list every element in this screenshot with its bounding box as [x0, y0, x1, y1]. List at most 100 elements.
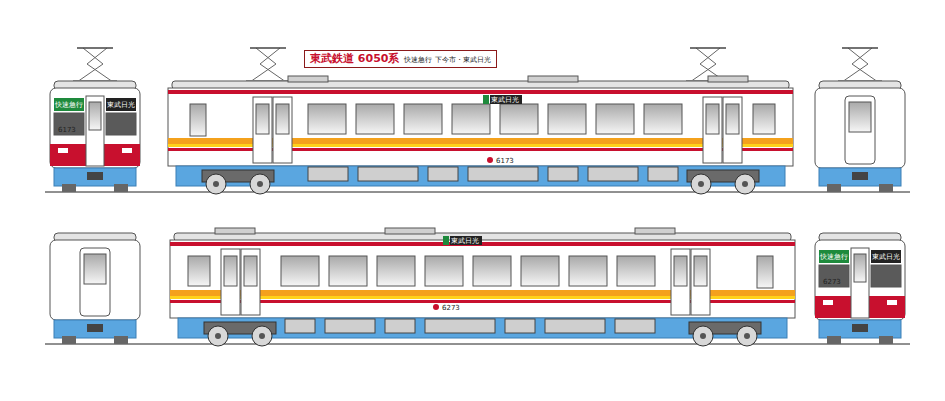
door-window — [89, 102, 101, 130]
front-window — [54, 113, 84, 135]
window — [548, 104, 586, 134]
pantograph-shoe — [690, 47, 726, 49]
title-plate: 東武鉄道 6050系快速急行 下今市・東武日光 — [304, 50, 497, 68]
window — [596, 104, 634, 134]
roof-unit — [708, 76, 748, 82]
window — [452, 104, 490, 134]
equipment-box — [648, 167, 678, 181]
destination-text: 東武日光 — [451, 237, 479, 245]
red-stripe — [168, 90, 793, 94]
destination-display — [871, 250, 901, 263]
roof-unit — [288, 76, 328, 82]
pantograph-arm — [250, 48, 276, 82]
type-display — [443, 236, 449, 245]
destination-display — [819, 250, 849, 263]
car-number: 6173 — [58, 126, 76, 134]
headlight — [122, 148, 132, 153]
end-body — [50, 240, 140, 320]
destination-text: 東武日光 — [491, 96, 519, 104]
destination-display — [490, 95, 522, 104]
window — [404, 104, 442, 134]
gangway-door — [851, 248, 869, 318]
window — [644, 104, 682, 134]
equipment-box — [358, 167, 418, 181]
window — [500, 104, 538, 134]
wheel — [114, 184, 128, 192]
wheel-hub — [698, 181, 704, 187]
bogie — [689, 322, 761, 346]
pantograph-arm — [852, 48, 878, 82]
rail-line — [45, 344, 910, 345]
wheel — [208, 326, 228, 346]
pantograph-arm — [77, 48, 103, 82]
window — [329, 256, 367, 286]
door-leaf — [691, 249, 710, 315]
wheel — [737, 326, 757, 346]
door-window — [224, 256, 237, 286]
wheel — [879, 336, 893, 344]
wheel-hub — [215, 333, 221, 339]
gangway-door — [80, 248, 110, 316]
pantograph-shoe — [250, 47, 286, 49]
equipment-box — [285, 319, 315, 333]
destination-text: 東武日光 — [107, 101, 135, 109]
equipment-box — [468, 167, 538, 181]
roof-unit — [215, 228, 255, 234]
door-leaf — [253, 97, 272, 163]
front-window — [106, 113, 136, 135]
wheel — [62, 336, 76, 344]
wheel — [879, 184, 893, 192]
window — [521, 256, 559, 286]
coupler — [852, 172, 868, 180]
end-body — [815, 88, 905, 168]
car-body — [168, 88, 793, 166]
emblem — [487, 157, 493, 163]
car-number: 6173 — [496, 157, 514, 165]
wheel — [206, 174, 226, 194]
door-leaf — [671, 249, 690, 315]
door-window — [706, 104, 719, 134]
window — [190, 104, 206, 136]
pantograph-shoe — [842, 47, 878, 49]
equipment-box — [615, 319, 655, 333]
pantograph-arm — [87, 48, 113, 82]
wheel — [827, 336, 841, 344]
window — [569, 256, 607, 286]
end-body — [50, 88, 140, 168]
equipment-box — [425, 319, 495, 333]
subtitle-text: 快速急行 下今市・東武日光 — [404, 56, 490, 65]
roof-unit — [528, 76, 578, 82]
window — [356, 104, 394, 134]
wheel-hub — [744, 333, 750, 339]
door-leaf — [723, 97, 742, 163]
underfloor-skirt — [54, 320, 136, 338]
destination-text: 東武日光 — [872, 253, 900, 261]
wheel-hub — [213, 181, 219, 187]
equipment-box — [325, 319, 375, 333]
pantograph — [246, 48, 290, 83]
destination-display — [106, 98, 136, 111]
end-body — [815, 240, 905, 320]
front-window — [819, 265, 849, 287]
car-body — [170, 240, 795, 318]
door-leaf — [241, 249, 260, 315]
wheel — [735, 174, 755, 194]
equipment-box — [428, 167, 458, 181]
wheel — [114, 336, 128, 344]
title-text: 東武鉄道 6050系 — [310, 52, 399, 66]
front-view — [50, 48, 140, 192]
wheel — [252, 326, 272, 346]
underfloor-skirt — [819, 168, 901, 186]
destination-display — [54, 98, 84, 111]
roof-unit — [635, 228, 675, 234]
headlight — [58, 148, 68, 153]
window — [308, 104, 346, 134]
car-number: 6273 — [442, 304, 460, 312]
pantograph-arm — [842, 48, 868, 82]
type-display-text: 快速急行 — [55, 101, 83, 109]
door-leaf — [703, 97, 722, 163]
rail-line — [45, 192, 910, 193]
equipment-box — [588, 167, 638, 181]
front-window — [871, 265, 901, 287]
